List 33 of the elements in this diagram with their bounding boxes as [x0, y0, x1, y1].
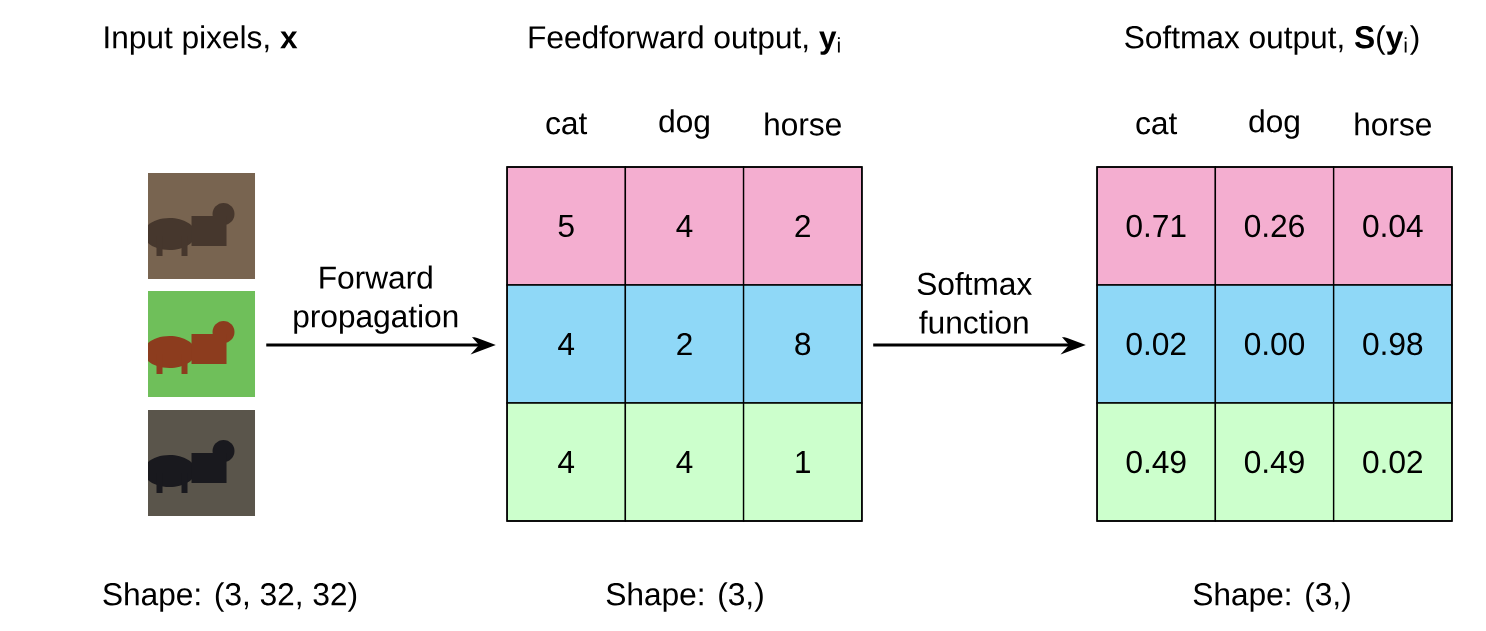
table-cell: 0.00 — [1214, 284, 1335, 404]
photo — [148, 410, 255, 516]
photo — [148, 291, 255, 397]
table-cell: 0.02 — [1332, 402, 1453, 522]
table-cell: 0.49 — [1096, 402, 1217, 522]
photo — [148, 173, 255, 279]
table-cell: 4 — [506, 284, 627, 404]
table-cell: 0.49 — [1214, 402, 1335, 522]
table-cell: 0.02 — [1096, 284, 1217, 404]
edge-label: Softmax function — [917, 271, 1032, 334]
table-cell: 2 — [742, 166, 863, 286]
table-cell: 4 — [506, 402, 627, 522]
shape-note: Shape: (3,) — [606, 582, 763, 612]
table-cell: 1 — [742, 402, 863, 522]
table-cell: 0.04 — [1332, 166, 1453, 286]
table-cell: 4 — [624, 402, 745, 522]
heading: Softmax output, S(y$_{i}$) — [1125, 25, 1419, 55]
heading: Input pixels, x — [105, 25, 298, 55]
table-cell: 2 — [624, 284, 745, 404]
column-header: cat — [546, 113, 588, 135]
shape-note: Shape: (3,) — [1193, 582, 1350, 612]
column-header: horse — [1355, 112, 1431, 136]
edge-label: Forward propagation — [294, 265, 458, 334]
heading: Feedforward output, y$_{i}$ — [529, 25, 840, 55]
table-cell: 0.98 — [1332, 284, 1453, 404]
column-header: horse — [765, 112, 841, 136]
table-cell: 8 — [742, 284, 863, 404]
shape-note: Shape: (3, 32, 32) — [103, 582, 357, 612]
table-cell: 0.71 — [1096, 166, 1217, 286]
table-cell: 0.26 — [1214, 166, 1335, 286]
table-cell: 5 — [506, 166, 627, 286]
table-cell: 4 — [624, 166, 745, 286]
column-header: cat — [1136, 113, 1178, 135]
